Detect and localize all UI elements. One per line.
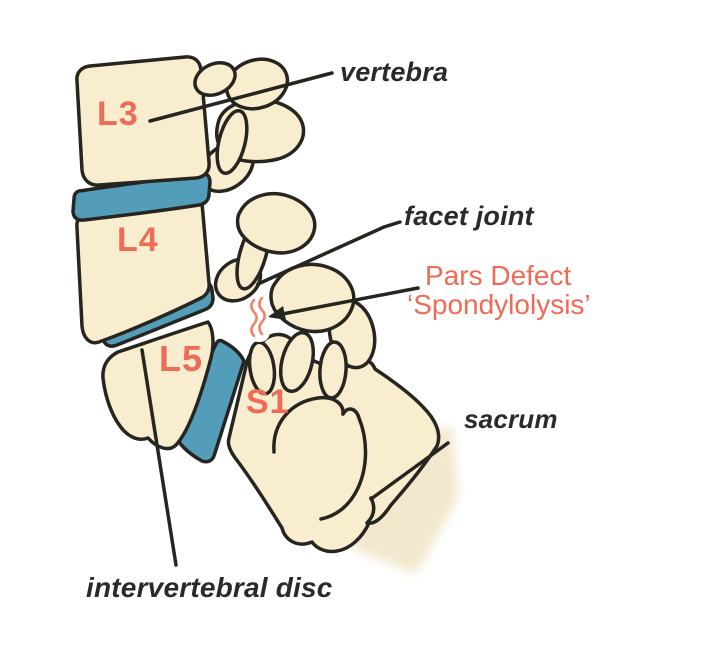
pointer-line-vertebra: [148, 71, 334, 123]
label-pars-defect-line2: ‘Spondylolysis’: [407, 289, 591, 320]
l5-inferior-process: [278, 330, 316, 394]
label-sacrum: sacrum: [464, 404, 558, 434]
l3-inferior-process: [215, 109, 249, 175]
label-vertebra: vertebra: [340, 57, 449, 87]
disc-l5-s1: [172, 338, 246, 464]
sacrum-inner-contour: [272, 395, 345, 454]
label-l4: L4: [117, 221, 159, 259]
label-l3: L3: [97, 95, 139, 133]
label-intervertebral-disc: intervertebral disc: [86, 572, 333, 603]
sacrum-articular-process: [247, 340, 277, 396]
label-s1: S1: [246, 383, 290, 421]
sacrum-lower-edge: [365, 496, 376, 525]
sacrum-inner-contour: [319, 407, 368, 521]
pars-defect-crack: [258, 296, 266, 336]
pointer-line-sacrum: [369, 441, 450, 501]
l5-spinous-process: [269, 262, 356, 334]
pars-defect-crack: [250, 298, 258, 338]
l3-superior-process: [193, 61, 237, 97]
label-facet-joint: facet joint: [404, 201, 534, 231]
vertebra-l3-body: [75, 55, 211, 187]
pars-defect-arrowhead: [268, 306, 286, 320]
pointer-line-facet-joint: [256, 220, 402, 286]
label-l5: L5: [159, 338, 204, 379]
vertebra-l5-body: [101, 320, 215, 451]
pointer-line-intervertebral-disc: [140, 348, 178, 567]
pars-defect-gap: [248, 294, 270, 342]
pointer-line-pars-defect: [270, 286, 420, 318]
l4-spinous-process: [235, 191, 317, 255]
l5-inferior-process: [318, 340, 348, 400]
label-pars-defect-line1: Pars Defect: [425, 260, 572, 291]
